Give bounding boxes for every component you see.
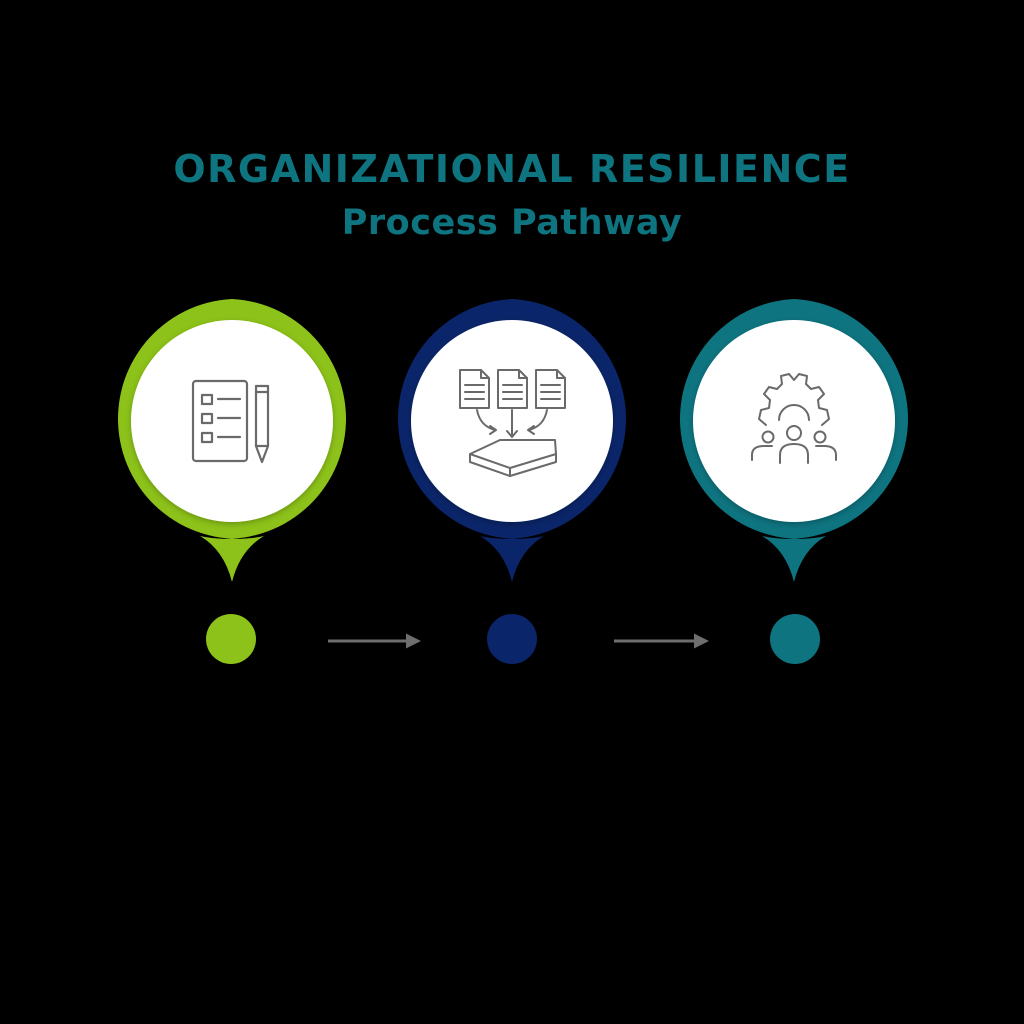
- step-3: [680, 299, 908, 582]
- step-3-inner-circle: [693, 320, 895, 522]
- step-1-dot: [206, 614, 256, 664]
- title-sub: Process Pathway: [341, 203, 683, 243]
- step-2-dot: [487, 614, 537, 664]
- step-1: [118, 299, 346, 582]
- step-1-inner-circle: [131, 320, 333, 522]
- title-main: ORGANIZATIONAL RESILIENCE: [173, 147, 851, 191]
- title-block: ORGANIZATIONAL RESILIENCE Process Pathwa…: [0, 140, 1024, 248]
- step-3-dot: [770, 614, 820, 664]
- step-2: [398, 299, 626, 582]
- documents-merge-icon: [459, 369, 566, 477]
- team-gear-icon: [751, 373, 837, 464]
- checklist-pencil-icon: [191, 379, 270, 464]
